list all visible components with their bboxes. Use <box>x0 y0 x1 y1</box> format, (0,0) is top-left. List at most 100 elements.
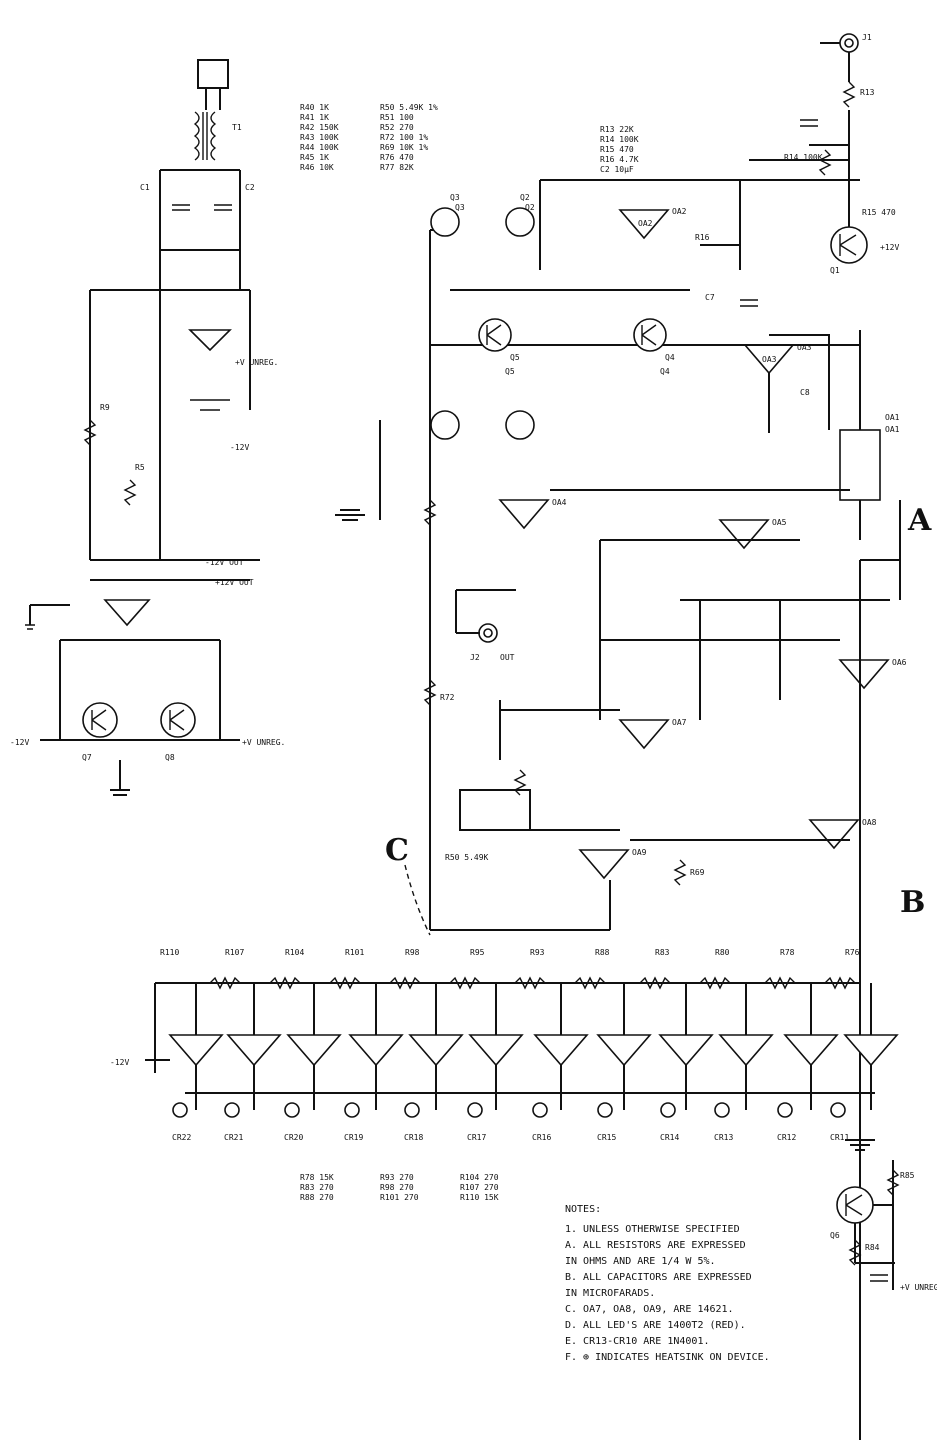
transistor-q6 <box>836 1186 874 1224</box>
svg-text:R98: R98 <box>405 948 420 957</box>
notes-line-4: B. ALL CAPACITORS ARE EXPRESSED <box>565 1272 752 1283</box>
svg-text:C8: C8 <box>800 388 810 397</box>
marker-b: B <box>900 885 925 920</box>
middle-passive-5: R45 1K <box>300 153 329 162</box>
transistor-label-1: Q2 <box>520 193 530 202</box>
notes-line-3: IN OHMS AND ARE 1/4 W 5%. <box>565 1256 716 1267</box>
svg-text:R9: R9 <box>100 403 110 412</box>
transistor-q4 <box>633 318 667 352</box>
led-cr13 <box>714 1102 730 1118</box>
svg-text:R69: R69 <box>690 868 705 877</box>
driver-unreg-label: +V UNREG. <box>900 1283 937 1292</box>
svg-text:Q3: Q3 <box>455 203 465 212</box>
opamp-oa6 <box>838 659 890 690</box>
led-cr14 <box>660 1102 676 1118</box>
svg-text:R104: R104 <box>285 948 304 957</box>
svg-text:OA2: OA2 <box>638 219 653 228</box>
svg-text:R78: R78 <box>780 948 795 957</box>
opamp-label-5: OA6 <box>892 658 907 667</box>
led-cr12-label: CR12 <box>777 1133 796 1142</box>
led-cr18-label: CR18 <box>404 1133 423 1142</box>
middle-passive-6: R46 10K <box>300 163 334 172</box>
svg-text:R80: R80 <box>715 948 730 957</box>
supply-out-minus: -12V OUT <box>205 558 244 567</box>
svg-text:Q7: Q7 <box>82 753 92 762</box>
middle-passive-8: R51 100 <box>380 113 414 122</box>
svg-text:C1: C1 <box>140 183 150 192</box>
svg-text:R15 470: R15 470 <box>862 208 896 217</box>
opamp-oa4 <box>498 499 550 530</box>
ladder-passive-4: R98 270 <box>380 1183 414 1192</box>
led-cr17 <box>467 1102 483 1118</box>
middle-passive-12: R76 470 <box>380 153 414 162</box>
component-labels: R13 22K R14 100K R15 470 R16 4.7K C2 10μ… <box>300 103 907 1240</box>
transistor-label-3: Q4 <box>660 367 670 376</box>
svg-text:Q5: Q5 <box>510 353 520 362</box>
opamp-label-6: OA7 <box>672 718 687 727</box>
input-plus12: +12V <box>880 243 899 252</box>
middle-passive-11: R69 10K 1% <box>380 143 428 152</box>
ladder-passive-1: R83 270 <box>300 1183 334 1192</box>
rail-minus-label: -12V <box>10 738 29 747</box>
led-cr22-label: CR22 <box>172 1133 191 1142</box>
input-section: J1 R13 R14 100K +12V R15 470 R16 C7 OA3 … <box>695 33 899 433</box>
svg-text:OA1: OA1 <box>885 413 900 422</box>
middle-passive-10: R72 100 1% <box>380 133 428 142</box>
connector-j2-label: J2 <box>470 653 480 662</box>
opamp-oa8 <box>808 819 860 850</box>
ladder-passive-5: R101 270 <box>380 1193 419 1202</box>
svg-text:R14 100K: R14 100K <box>784 153 823 162</box>
led-ladder-section: -12V <box>110 948 899 1142</box>
middle-passive-9: R52 270 <box>380 123 414 132</box>
marker-a: A <box>907 503 932 538</box>
input-passive-2: R15 470 <box>600 145 634 154</box>
svg-text:R76: R76 <box>845 948 860 957</box>
notes-line-8: E. CR13-CR10 ARE 1N4001. <box>565 1336 710 1347</box>
rail-unreg-label: +V UNREG. <box>242 738 285 747</box>
middle-passive-13: R77 82K <box>380 163 414 172</box>
svg-text:R93: R93 <box>530 948 545 957</box>
input-passive-1: R14 100K <box>600 135 639 144</box>
led-cr22 <box>172 1102 188 1118</box>
svg-text:R95: R95 <box>470 948 485 957</box>
svg-text:-12V: -12V <box>110 1058 129 1067</box>
opamp-label-4: OA5 <box>772 518 787 527</box>
transistor-label-5: Q6 <box>830 1231 840 1240</box>
opamp-label-3: OA4 <box>552 498 567 507</box>
led-driver-section: R85 R84 +V UNREG. <box>836 1110 937 1292</box>
input-passive-4: C2 10μF <box>600 165 634 174</box>
svg-text:R101: R101 <box>345 948 364 957</box>
led-cr16 <box>532 1102 548 1118</box>
led-cr15 <box>597 1102 613 1118</box>
opamp-oa7 <box>618 719 670 750</box>
svg-text:R85: R85 <box>900 1171 915 1180</box>
transistor-q5 <box>478 318 512 352</box>
svg-text:R5: R5 <box>135 463 145 472</box>
middle-passive-0: R40 1K <box>300 103 329 112</box>
ladder-passive-3: R93 270 <box>380 1173 414 1182</box>
led-cr21 <box>224 1102 240 1118</box>
ladder-passive-8: R110 15K <box>460 1193 499 1202</box>
transistor-label-0: Q1 <box>830 266 840 275</box>
middle-passive-1: R41 1K <box>300 113 329 122</box>
led-cr11-label: CR11 <box>830 1133 849 1142</box>
notes-line-9: F. ⊕ INDICATES HEATSINK ON DEVICE. <box>565 1352 770 1363</box>
notes-line-1: 1. UNLESS OTHERWISE SPECIFIED <box>565 1224 740 1235</box>
ladder-resistors: R110 R107 R104 R101 R98 R95 R93 R88 R83 … <box>160 948 860 990</box>
connector-j2-out: OUT <box>500 653 515 662</box>
svg-text:R72: R72 <box>440 693 455 702</box>
transistor-label-2: Q3 <box>450 193 460 202</box>
led-cr17-label: CR17 <box>467 1133 486 1142</box>
marker-c-leader <box>404 864 431 936</box>
notes-line-2: A. ALL RESISTORS ARE EXPRESSED <box>565 1240 746 1251</box>
opamp-label-2: OA3 <box>797 343 812 352</box>
led-cr19-label: CR19 <box>344 1133 363 1142</box>
led-cr13-label: CR13 <box>714 1133 733 1142</box>
input-passive-3: R16 4.7K <box>600 155 639 164</box>
comparator-row <box>168 983 899 1110</box>
svg-text:C2: C2 <box>245 183 255 192</box>
svg-text:R16: R16 <box>695 233 710 242</box>
notes-line-6: C. OA7, OA8, OA9, ARE 14621. <box>565 1304 734 1315</box>
svg-text:R83: R83 <box>655 948 670 957</box>
svg-text:R88: R88 <box>595 948 610 957</box>
